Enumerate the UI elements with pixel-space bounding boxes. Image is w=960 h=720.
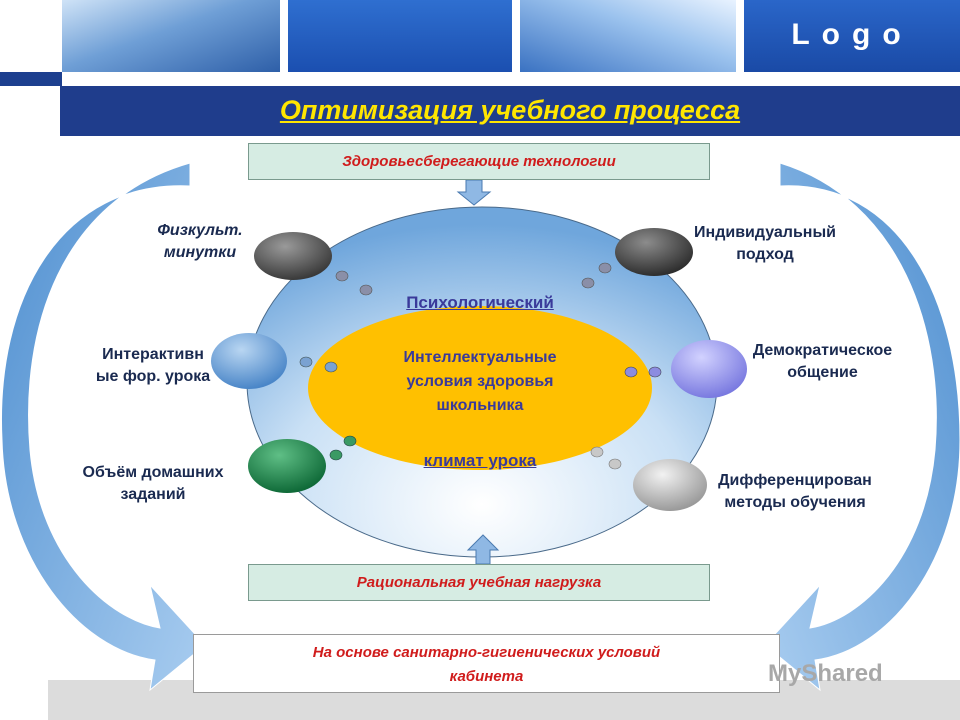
- up-arrow: [466, 534, 500, 565]
- label-fizk-line-2: минутки: [163, 244, 237, 261]
- page-title: Оптимизация учебного процесса: [279, 95, 741, 125]
- label-diff-line-1: Дифференцирован: [718, 472, 872, 489]
- box-rational-load: Рациональная учебная нагрузка: [248, 564, 710, 601]
- label-indiv: Индивидуальный подход: [660, 222, 870, 266]
- label-inter: Интерактивн ые фор. урока: [58, 344, 248, 388]
- watermark: MyShared: [768, 660, 883, 687]
- title-bar: [60, 86, 960, 136]
- center-line-3: школьника: [436, 397, 524, 414]
- header-photo-blue: [288, 0, 512, 72]
- node-inter: [211, 333, 287, 389]
- center-line-2: условия здоровья: [406, 373, 554, 390]
- climate-label: климат урока: [423, 451, 537, 470]
- label-diff: Дифференцирован методы обучения: [690, 470, 900, 514]
- box-sanitary-conditions: На основе санитарно-гигиенических услови…: [193, 634, 780, 693]
- label-obem-line-2: заданий: [120, 486, 186, 503]
- right-cycle-arrow: [764, 162, 960, 692]
- center-ellipse: [308, 306, 652, 470]
- label-democ-line-2: общение: [787, 364, 858, 381]
- node-obem: [248, 439, 326, 493]
- node-fizk: [254, 232, 332, 280]
- label-inter-line-2: ые фор. урока: [95, 368, 211, 385]
- label-inter-line-1: Интерактивн: [102, 346, 204, 363]
- logo: Logo: [791, 18, 913, 51]
- label-diff-line-2: методы обучения: [724, 494, 866, 511]
- left-cycle-arrow: [0, 162, 206, 692]
- label-fizk-line-1: Физкульт.: [157, 222, 243, 239]
- node-indiv: [615, 228, 693, 276]
- node-diff: [633, 459, 707, 511]
- label-democ-line-1: Демократическое: [752, 342, 893, 359]
- psych-label: Психологический: [406, 293, 554, 312]
- label-fizk: Физкульт. минутки: [120, 220, 280, 264]
- header-photo-keyboard: [62, 0, 280, 72]
- header-accent-bar: [0, 72, 62, 86]
- sanitary-line-2: кабинета: [449, 668, 524, 685]
- connector-dots: [299, 262, 662, 470]
- label-democ: Демократическое общение: [710, 340, 935, 384]
- header-photo-logo-bg: [744, 0, 960, 72]
- box-health-tech: Здоровьесберегающие технологии: [248, 143, 710, 180]
- node-democ: [671, 340, 747, 398]
- label-indiv-line-1: Индивидуальный: [694, 224, 836, 241]
- label-indiv-line-2: подход: [736, 246, 794, 263]
- label-obem-line-1: Объём домашних: [82, 464, 224, 481]
- center-label: Интеллектуальные условия здоровья школьн…: [350, 346, 610, 418]
- down-arrow: [456, 179, 492, 206]
- header-photo-building: [520, 0, 736, 72]
- sanitary-line-1: На основе санитарно-гигиенических услови…: [312, 644, 661, 661]
- label-obem: Объём домашних заданий: [48, 462, 258, 506]
- center-line-1: Интеллектуальные: [403, 349, 557, 366]
